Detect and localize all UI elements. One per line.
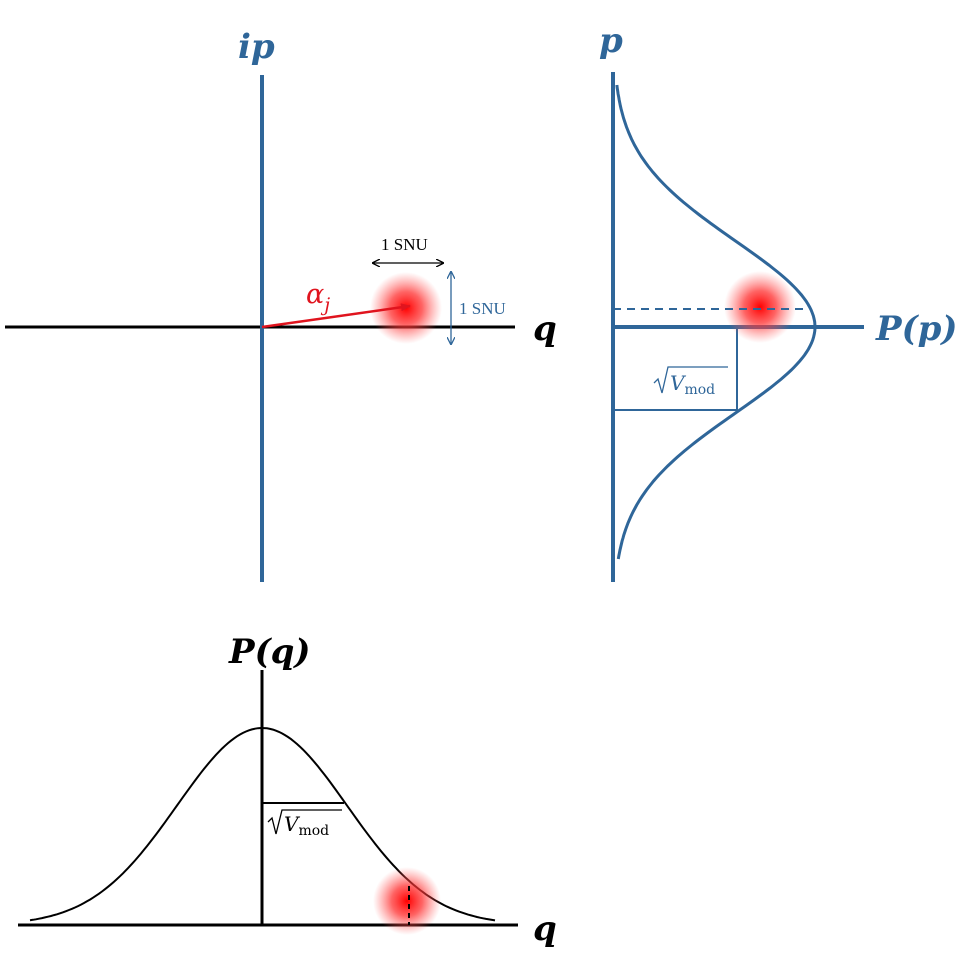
alpha-symbol: α (306, 279, 324, 310)
alpha-subscript: j (320, 294, 330, 316)
p-axis-label: p (599, 21, 623, 61)
ip-axis-label: ip (238, 27, 275, 67)
phase-space-panel: ip q αj 1 SNU 1 SNU (5, 27, 557, 582)
p-sqrt-base: V (670, 371, 687, 395)
q-state-blob (373, 867, 441, 935)
q-distribution-panel: P(q) q Vmod (18, 632, 557, 949)
displacement-vector-arrow (261, 303, 411, 329)
q-sqrt-vmod-label: Vmod (267, 809, 342, 839)
q-sqrt-symbol (267, 809, 342, 835)
p-sqrt-symbol (653, 366, 728, 394)
p-gaussian-curve (615, 84, 817, 560)
height-snu-label: 1 SNU (459, 299, 506, 318)
p-distribution-panel: p P(p) Vmod (599, 21, 956, 582)
p-state-blob (724, 271, 796, 343)
q-axis-label: q (533, 309, 557, 349)
Pp-axis-label: P(p) (875, 309, 956, 349)
Pq-axis-label: P(q) (228, 632, 311, 672)
width-snu-label: 1 SNU (381, 235, 428, 254)
q-sqrt-sub: mod (298, 823, 329, 839)
p-sqrt-sub: mod (684, 382, 715, 398)
q-sqrt-text: Vmod (284, 812, 329, 839)
q-dist-axis-label: q (533, 909, 557, 949)
coherent-state-blob (370, 272, 442, 344)
p-sqrt-vmod-label: Vmod (653, 366, 728, 398)
p-sqrt-text: Vmod (670, 371, 715, 398)
q-sqrt-base: V (284, 812, 301, 836)
displacement-vector-label: αj (306, 279, 330, 316)
